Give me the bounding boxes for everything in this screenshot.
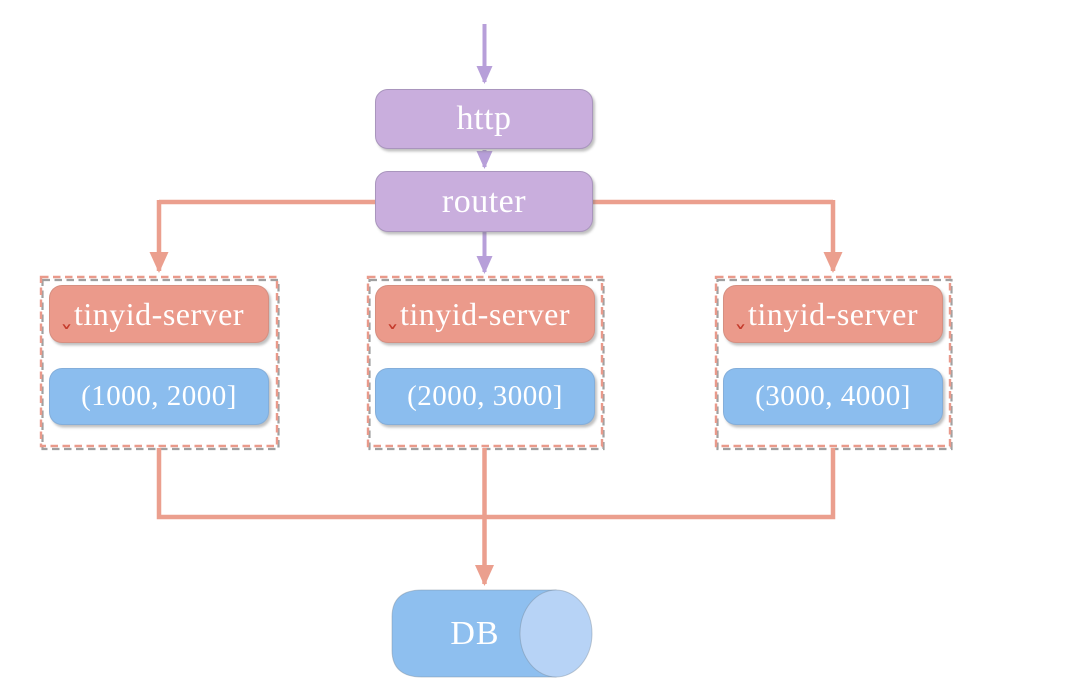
spellcheck-caret-icon: ˇ <box>734 322 748 352</box>
node-tinyid-server-1: tinyid-server ˇ <box>49 285 269 350</box>
server-group-3: tinyid-server ˇ (3000, 4000] <box>715 276 951 447</box>
node-db-label: DB <box>392 590 558 677</box>
spellcheck-caret-icon: ˇ <box>386 322 400 352</box>
server-collector-bus <box>156 448 836 520</box>
node-router: router <box>375 171 593 232</box>
db-cylinder <box>391 589 593 678</box>
db-cylinder-cap <box>519 589 593 678</box>
node-range-3-label: (3000, 4000] <box>755 380 911 412</box>
node-tinyid-server-3: tinyid-server ˇ <box>723 285 943 350</box>
node-http: http <box>375 89 593 149</box>
node-range-2: (2000, 3000] <box>375 368 595 425</box>
db-text: DB <box>450 614 500 652</box>
node-router-label: router <box>441 182 527 220</box>
server-group-3-border <box>714 275 952 448</box>
server-group-1: tinyid-server ˇ (1000, 2000] <box>40 276 278 447</box>
node-tinyid-server-1-label: tinyid-server <box>74 295 244 332</box>
node-range-1: (1000, 2000] <box>49 368 269 425</box>
server-group-2-border <box>366 275 604 448</box>
node-tinyid-server-2-label: tinyid-server <box>400 295 570 332</box>
db-cylinder-body <box>391 589 557 678</box>
node-range-3: (3000, 4000] <box>723 368 943 425</box>
server-group-1-border <box>39 275 279 448</box>
server-group-2: tinyid-server ˇ (2000, 3000] <box>367 276 603 447</box>
spellcheck-caret-icon: ˇ <box>60 322 74 352</box>
node-http-label: http <box>456 100 512 137</box>
node-range-2-label: (2000, 3000] <box>407 380 563 412</box>
node-tinyid-server-2: tinyid-server ˇ <box>375 285 595 350</box>
node-tinyid-server-3-label: tinyid-server <box>748 295 918 332</box>
node-range-1-label: (1000, 2000] <box>81 380 237 412</box>
